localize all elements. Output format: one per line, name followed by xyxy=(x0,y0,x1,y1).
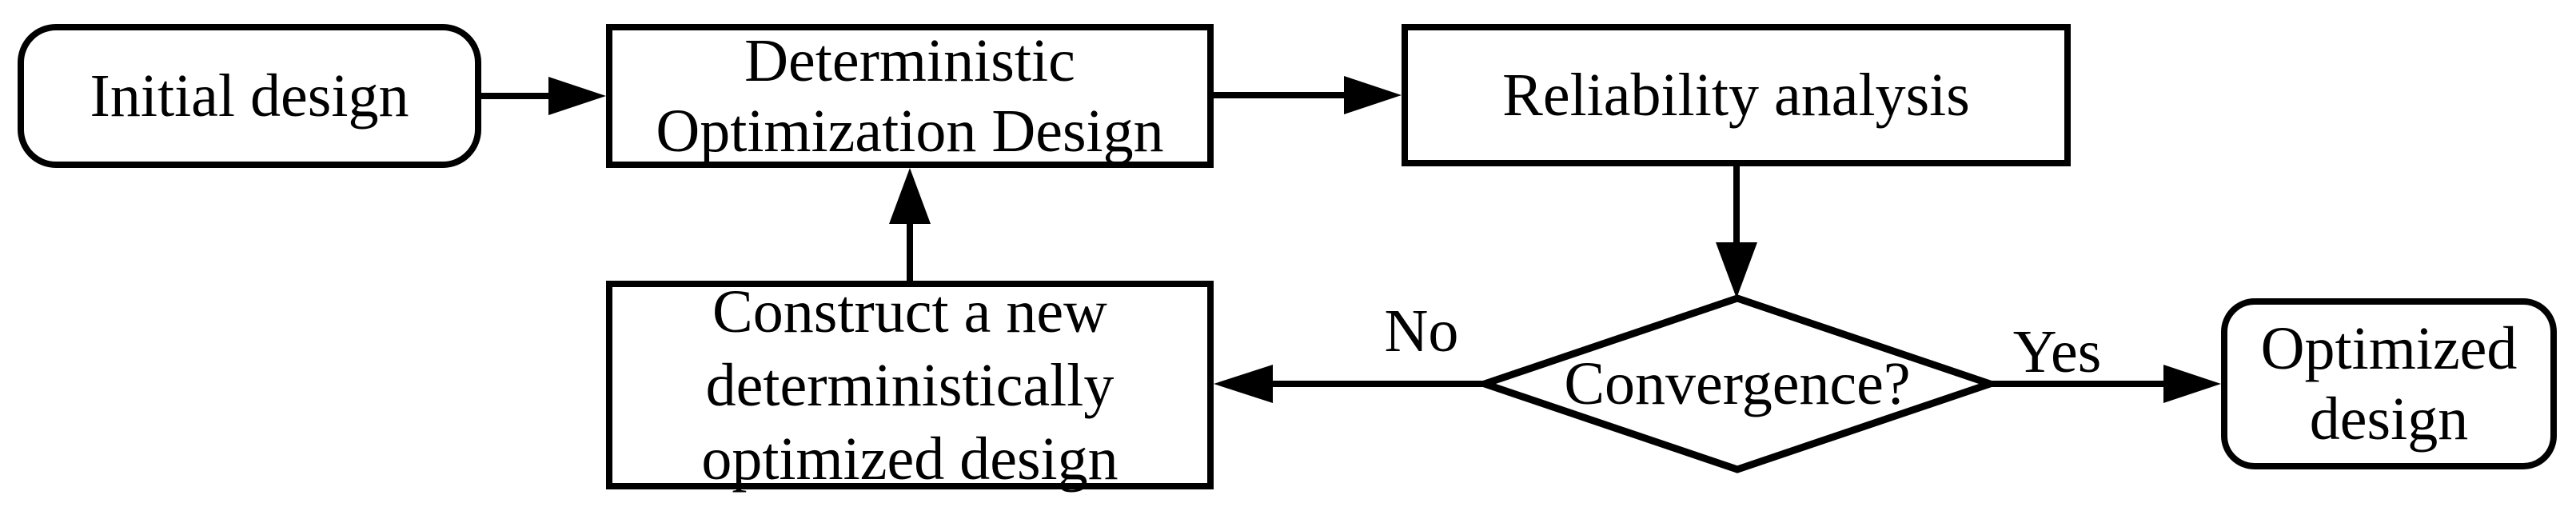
arrow-construct-to-deterministic xyxy=(889,168,931,284)
node-initial-design-label: Initial design xyxy=(90,62,409,130)
node-construct-label-line3: optimized design xyxy=(701,425,1119,493)
node-convergence-decision-label: Convergence? xyxy=(1564,350,1911,417)
node-construct-label-line2: deterministically xyxy=(705,351,1115,419)
node-optimized-design: Optimized design xyxy=(2221,298,2557,469)
node-construct-label-line1: Construct a new xyxy=(712,277,1107,345)
arrow-deterministic-to-reliability xyxy=(1210,76,1402,114)
arrow-no-branch xyxy=(1214,365,1488,403)
arrowhead-up-icon xyxy=(889,168,931,224)
arrowhead-right-icon xyxy=(1344,76,1402,114)
arrowhead-left-icon xyxy=(1214,365,1273,403)
node-optimized-label-line2: design xyxy=(2309,385,2469,453)
node-deterministic-label-line2: Optimization Design xyxy=(656,98,1164,165)
node-deterministic-label-line1: Deterministic xyxy=(744,27,1075,94)
arrow-yes-branch xyxy=(1986,365,2221,403)
arrowhead-down-icon xyxy=(1716,242,1757,298)
edge-label-no: No xyxy=(1384,297,1459,365)
node-deterministic-optimization-design: Deterministic Optimization Design xyxy=(606,24,1214,168)
node-optimized-label-line1: Optimized xyxy=(2260,315,2518,382)
decision-diamond-shape xyxy=(1473,294,2002,473)
arrowhead-right-icon xyxy=(548,77,606,115)
arrow-initial-to-deterministic xyxy=(478,77,606,115)
node-reliability-analysis-label: Reliability analysis xyxy=(1502,62,1970,129)
node-initial-design: Initial design xyxy=(18,24,481,168)
arrowhead-right-icon xyxy=(2163,365,2221,403)
node-reliability-analysis: Reliability analysis xyxy=(1402,24,2071,166)
node-construct-new-design: Construct a new deterministically optimi… xyxy=(606,278,1214,493)
arrow-reliability-to-convergence xyxy=(1716,163,1757,298)
edge-label-yes: Yes xyxy=(2012,318,2102,385)
